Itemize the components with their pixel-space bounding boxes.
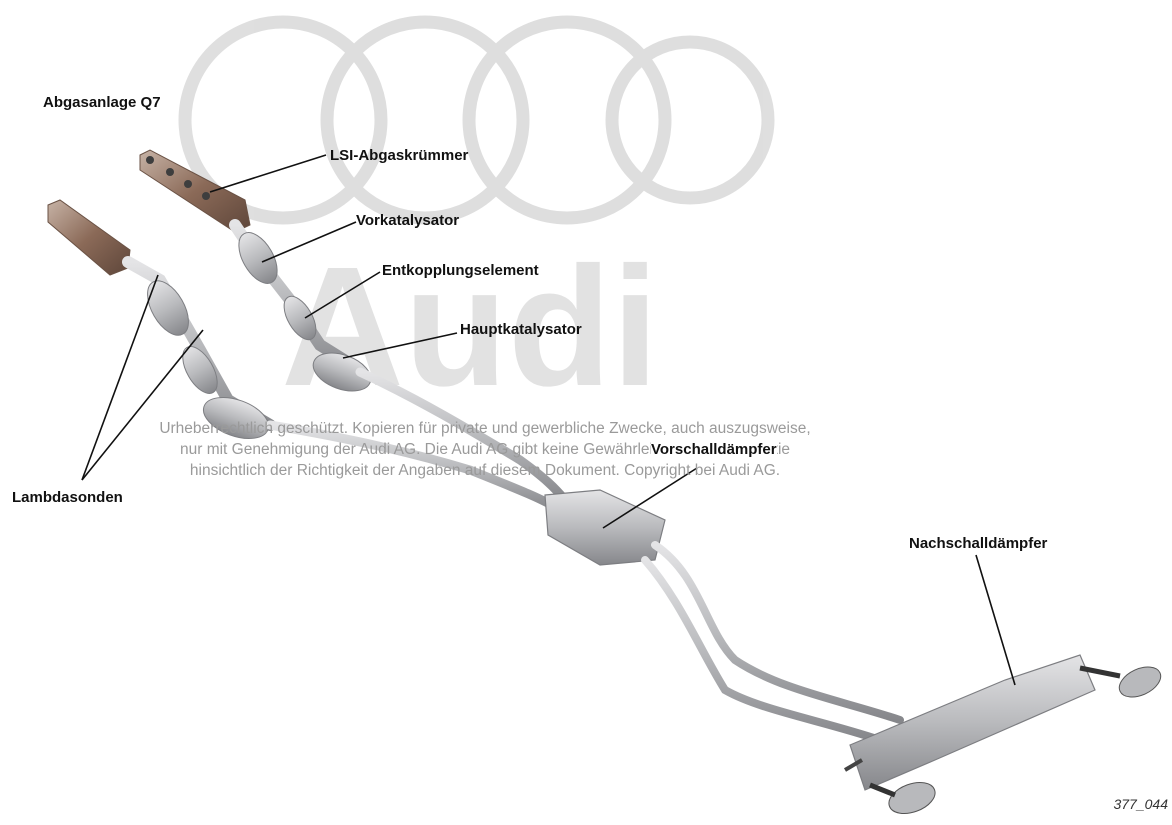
copyright-watermark-line-1: Urheberrechtlich geschützt. Kopieren für… (0, 420, 970, 438)
rear-pipes (645, 545, 900, 740)
tailpipe-right (1115, 661, 1166, 703)
left-manifold (48, 200, 130, 275)
figure-number: 377_044 (1113, 796, 1168, 812)
label-front-silencer: Vorschalldämpfer (651, 441, 777, 458)
copyright-watermark-line-2: nur mit Genehmigung der Audi AG. Die Aud… (0, 441, 970, 459)
leader-rear-silencer (976, 555, 1015, 685)
label-main-catalyst: Hauptkatalysator (460, 321, 582, 338)
diagram-title: Abgasanlage Q7 (43, 94, 161, 111)
copyright-watermark-line-3: hinsichtlich der Richtigkeit der Angaben… (0, 462, 970, 480)
rear-silencer (845, 655, 1165, 819)
label-pre-catalyst: Vorkatalysator (356, 212, 459, 229)
label-lambda-sensors: Lambdasonden (12, 489, 123, 506)
leader-manifold (210, 155, 326, 192)
audi-logo-watermark (185, 22, 768, 218)
label-decoupling-element: Entkopplungselement (382, 262, 539, 279)
logo-ring-4 (612, 42, 768, 198)
tailpipe-left (885, 777, 940, 820)
label-exhaust-manifold: LSI-Abgaskrümmer (330, 147, 468, 164)
label-rear-silencer: Nachschalldämpfer (909, 535, 1047, 552)
logo-ring-3 (469, 22, 665, 218)
